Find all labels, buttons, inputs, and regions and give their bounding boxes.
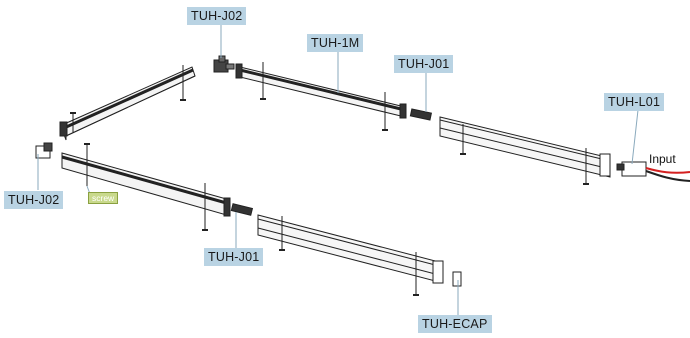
label-tuh-j02-left: TUH-J02 bbox=[4, 191, 64, 209]
label-tuh-j02-top: TUH-J02 bbox=[187, 7, 247, 25]
screw-e1 bbox=[279, 216, 285, 251]
straight-joiner-top bbox=[409, 108, 432, 121]
label-tuh-j01-top: TUH-J01 bbox=[394, 55, 454, 73]
leader-tuh-l01 bbox=[631, 109, 639, 165]
cable-red bbox=[645, 167, 690, 174]
screw-b2 bbox=[382, 92, 388, 131]
end-cap bbox=[452, 271, 462, 287]
screw-d1 bbox=[84, 143, 90, 186]
label-screw: screw bbox=[88, 192, 119, 204]
label-tuh-ecap: TUH-ECAP bbox=[418, 315, 492, 333]
screw-b1 bbox=[260, 62, 266, 100]
label-tuh-j01-bottom: TUH-J01 bbox=[204, 248, 264, 266]
screw-a1 bbox=[180, 65, 186, 101]
profile-upper-left bbox=[59, 66, 196, 141]
profile-lower-right bbox=[257, 214, 444, 284]
corner-connector-left bbox=[35, 142, 53, 159]
screw-a2 bbox=[70, 112, 76, 133]
screw-c2 bbox=[583, 148, 589, 185]
cable-black bbox=[645, 170, 690, 182]
straight-joiner-bottom bbox=[230, 203, 254, 216]
label-tuh-1m: TUH-1M bbox=[307, 34, 364, 52]
profile-lower-left bbox=[61, 152, 231, 217]
screw-c1 bbox=[460, 124, 466, 155]
input-label: Input bbox=[649, 152, 676, 166]
profile-right bbox=[439, 116, 611, 178]
corner-connector-top bbox=[213, 55, 235, 73]
label-tuh-l01: TUH-L01 bbox=[604, 93, 665, 111]
power-lead-connector bbox=[616, 161, 647, 177]
screw-d2 bbox=[202, 183, 208, 231]
screw-e2 bbox=[413, 252, 419, 296]
profile-top bbox=[235, 63, 407, 119]
